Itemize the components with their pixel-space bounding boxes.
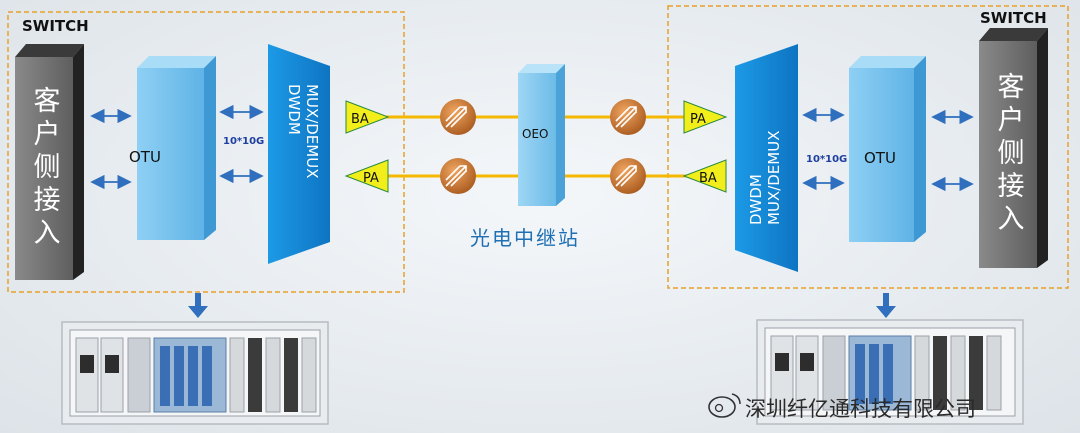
right-mux-line2: MUX/DEMUX (765, 131, 783, 225)
repeater-icon (440, 158, 476, 194)
right-switch-boundary (667, 5, 1069, 289)
left-otu-box (137, 56, 216, 240)
left-pa-amplifier (344, 159, 389, 193)
left-down-arrow (188, 293, 208, 318)
left-equipment-chassis-image (61, 321, 329, 425)
right-otu-label: OTU (864, 149, 896, 167)
left-amp-top-label: BA (351, 112, 369, 127)
left-client-access-box (15, 44, 84, 280)
left-switch-boundary (7, 11, 405, 293)
right-down-arrow (876, 293, 896, 318)
oeo-label: OEO (522, 127, 548, 141)
left-ba-amplifier (345, 100, 390, 134)
right-amp-top-label: PA (690, 112, 706, 127)
left-mux-demux (268, 44, 330, 264)
left-otu-label: OTU (129, 148, 161, 166)
left-switch-label: SWITCH (22, 17, 89, 35)
right-client-access-text-wrap: 客户侧接入 (979, 41, 1037, 268)
left-client-access-label: 客户侧接入 (28, 86, 60, 251)
left-client-access-text-wrap: 客户侧接入 (15, 57, 73, 280)
left-mux-line2: MUX/DEMUX (303, 84, 321, 178)
weibo-logo-icon (708, 393, 741, 418)
oeo-box (518, 64, 565, 206)
right-client-access-box (979, 28, 1048, 268)
right-otu-box (849, 56, 926, 242)
right-client-access-label: 客户侧接入 (992, 72, 1024, 237)
right-mux-line1: DWDM (747, 174, 765, 225)
left-amp-bottom-label: PA (363, 171, 379, 186)
left-mux-line1: DWDM (285, 84, 303, 135)
repeater-icon (610, 99, 646, 135)
left-rate-label: 10*10G (223, 136, 265, 147)
right-ba-amplifier (682, 159, 727, 193)
right-equipment-chassis-image (756, 319, 1024, 425)
repeater-icon (440, 99, 476, 135)
right-pa-amplifier (683, 100, 728, 134)
right-mux-demux (735, 44, 798, 272)
company-watermark: 深圳纤亿通科技有限公司 (745, 397, 976, 421)
right-amp-bottom-label: BA (699, 171, 717, 186)
relay-station-label: 光电中继站 (470, 226, 580, 250)
right-switch-label: SWITCH (980, 9, 1047, 27)
right-rate-label: 10*10G (806, 154, 848, 165)
repeater-icon (610, 158, 646, 194)
